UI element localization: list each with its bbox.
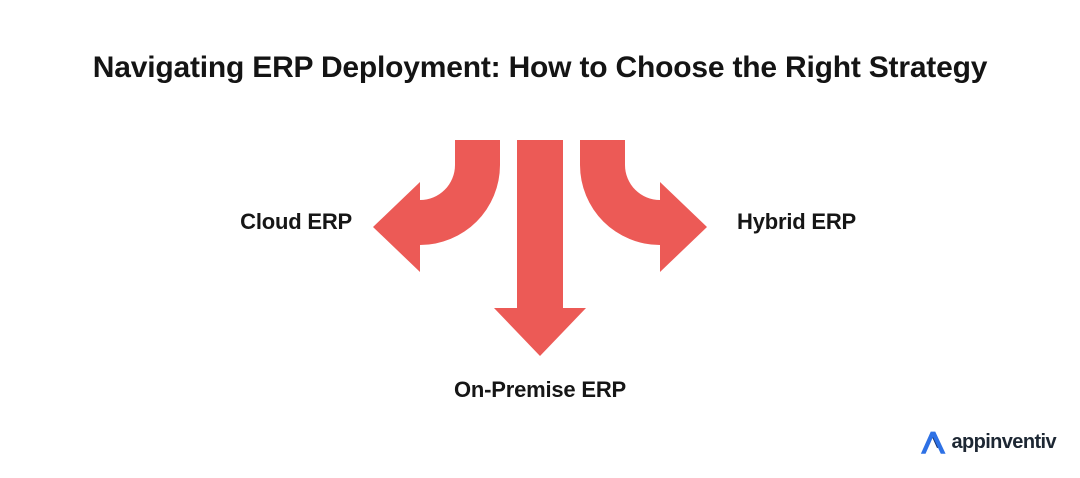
label-cloud-erp: Cloud ERP: [240, 209, 352, 234]
page-title: Navigating ERP Deployment: How to Choose…: [92, 51, 988, 84]
right-curved-arrow-icon: [580, 140, 707, 272]
appinventiv-logo: appinventiv: [920, 429, 1057, 456]
appinventiv-triangle-a-icon: [921, 431, 947, 454]
left-curved-arrow-icon: [373, 140, 500, 272]
logo-triangle-outline: [921, 431, 947, 454]
label-on-premise-erp: On-Premise ERP: [453, 377, 627, 402]
label-hybrid-erp: Hybrid ERP: [737, 209, 857, 234]
appinventiv-logo-text: appinventiv: [951, 431, 1056, 453]
down-arrow-icon: [494, 140, 586, 356]
three-way-arrow-graphic: [370, 138, 710, 360]
